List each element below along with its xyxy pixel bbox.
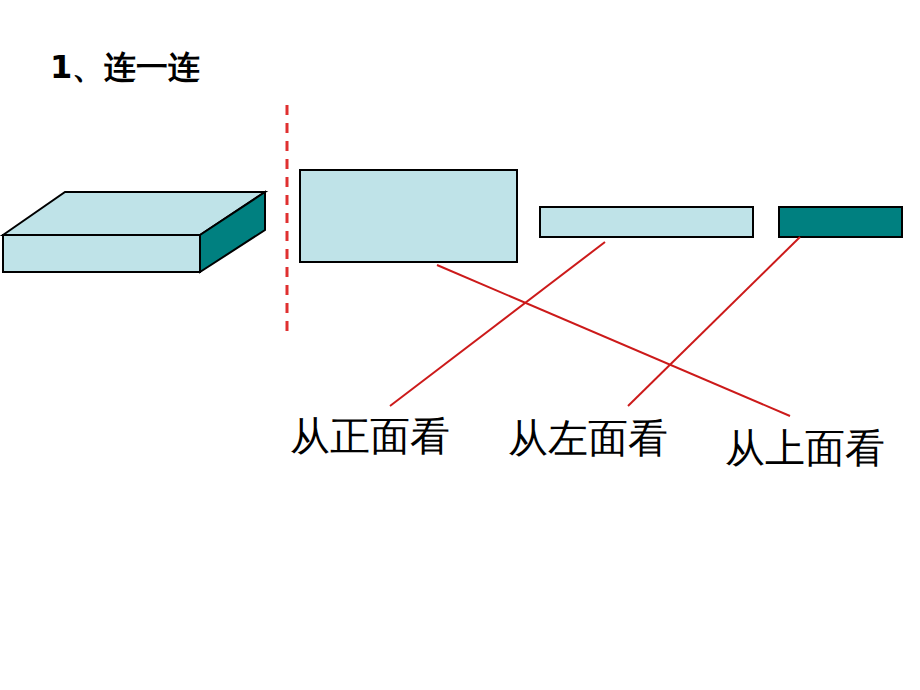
view-rect-thin bbox=[540, 207, 753, 237]
view-label: 从左面看 bbox=[508, 414, 668, 462]
match-line bbox=[437, 265, 790, 416]
view-label: 从上面看 bbox=[725, 424, 885, 472]
view-rect-side bbox=[779, 207, 902, 237]
title: 1、连一连 bbox=[50, 48, 200, 86]
view-label: 从正面看 bbox=[290, 412, 450, 460]
slab-side bbox=[200, 192, 265, 272]
match-line bbox=[628, 237, 800, 406]
view-rect-large bbox=[300, 170, 517, 262]
match-line bbox=[390, 242, 605, 406]
divider-line bbox=[286, 105, 289, 335]
slab-front bbox=[3, 235, 200, 272]
